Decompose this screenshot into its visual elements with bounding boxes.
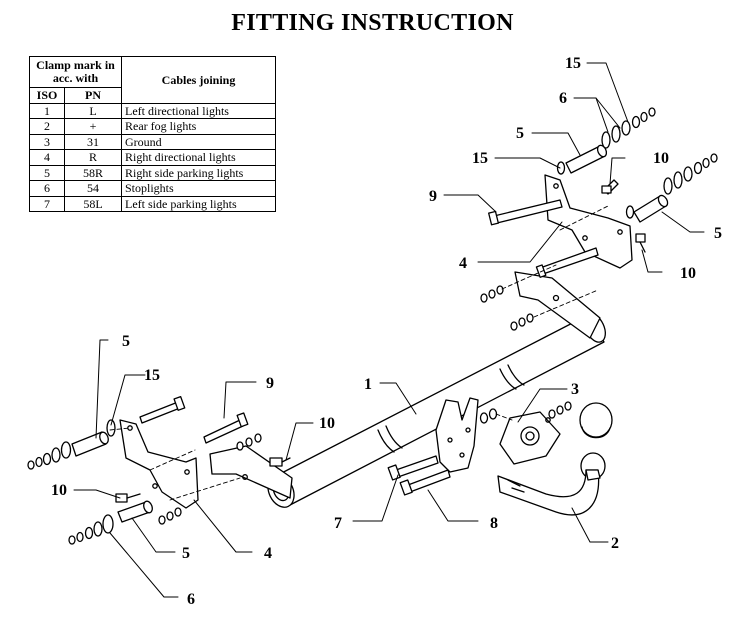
callout-15-mid: 15 <box>472 150 488 167</box>
callout-1: 1 <box>364 376 372 393</box>
cell-cable: Right side parking lights <box>121 164 276 181</box>
cell-pn: 54 <box>64 180 122 197</box>
bolt-10-top <box>601 179 619 195</box>
right-mount-plate <box>514 271 601 339</box>
centre-bracket <box>435 397 479 473</box>
header-cables-joining: Cables joining <box>121 56 276 104</box>
callout-6-bottom: 6 <box>187 591 195 608</box>
callout-6-top: 6 <box>559 90 567 107</box>
callout-10-center: 10 <box>319 415 335 432</box>
washer-stack-left-top <box>27 419 116 470</box>
left-mount-plate <box>209 445 293 499</box>
nut-group-right-a <box>480 285 504 303</box>
callout-5-right: 5 <box>714 225 722 242</box>
page-title: FITTING INSTRUCTION <box>231 10 514 36</box>
callout-4-right: 4 <box>459 255 467 272</box>
callout-5-top: 5 <box>516 125 524 142</box>
callouts: 15 6 5 15 10 9 5 4 10 1 3 2 7 8 10 9 5 1… <box>51 55 722 608</box>
socket-plate <box>499 411 561 465</box>
bolt-10-left <box>115 493 141 503</box>
callout-8: 8 <box>490 515 498 532</box>
spacer-5-right <box>633 194 669 223</box>
bolt-10-center <box>269 457 291 467</box>
cell-iso: 7 <box>29 195 65 212</box>
callout-3: 3 <box>571 381 579 398</box>
leader-lines <box>73 62 705 598</box>
washer-stack-right <box>663 153 718 195</box>
spacer-5-left-top <box>71 431 109 457</box>
cell-cable: Right directional lights <box>121 149 276 166</box>
washer-stack-top <box>601 107 656 149</box>
callout-7: 7 <box>334 515 342 532</box>
ball-bar <box>497 469 601 516</box>
header-clamp-mark: Clamp mark in acc. with <box>29 56 122 88</box>
cell-cable: Stoplights <box>121 180 276 197</box>
callout-10-right: 10 <box>680 265 696 282</box>
bolt-8 <box>399 469 451 496</box>
cell-pn: 58L <box>64 195 122 212</box>
callout-10-top: 10 <box>653 150 669 167</box>
callout-5-left-top: 5 <box>122 333 130 350</box>
washer-15-mid <box>556 161 635 219</box>
callout-15-top: 15 <box>565 55 581 72</box>
nut-group-left <box>158 433 262 525</box>
left-side-bracket <box>119 419 199 509</box>
spacer-5-left-bottom <box>117 500 153 523</box>
callout-5-left-bottom: 5 <box>182 545 190 562</box>
cell-cable: Left side parking lights <box>121 195 276 212</box>
spacer-5-top <box>565 144 608 174</box>
clamp-mark-table: Clamp mark in acc. with Cables joining I… <box>29 56 276 212</box>
bolt-9-left <box>139 396 249 444</box>
callout-2: 2 <box>611 535 619 552</box>
bolt-10-right <box>635 233 646 253</box>
cell-pn: 31 <box>64 133 122 150</box>
callout-4-left: 4 <box>264 545 272 562</box>
bolt-9-top <box>488 199 599 278</box>
right-side-bracket <box>544 174 633 269</box>
callout-15-left: 15 <box>144 367 160 384</box>
tow-ball-cap <box>579 402 613 480</box>
header-pn: PN <box>64 87 122 104</box>
nut-group-centre <box>479 401 572 424</box>
callout-9-top: 9 <box>429 188 437 205</box>
callout-9-left: 9 <box>266 375 274 392</box>
washer-stack-left-bottom <box>68 514 114 545</box>
nut-group-right-b <box>510 313 534 331</box>
callout-10-left: 10 <box>51 482 67 499</box>
assembly-lines <box>109 204 611 501</box>
cell-cable: Ground <box>121 133 276 150</box>
